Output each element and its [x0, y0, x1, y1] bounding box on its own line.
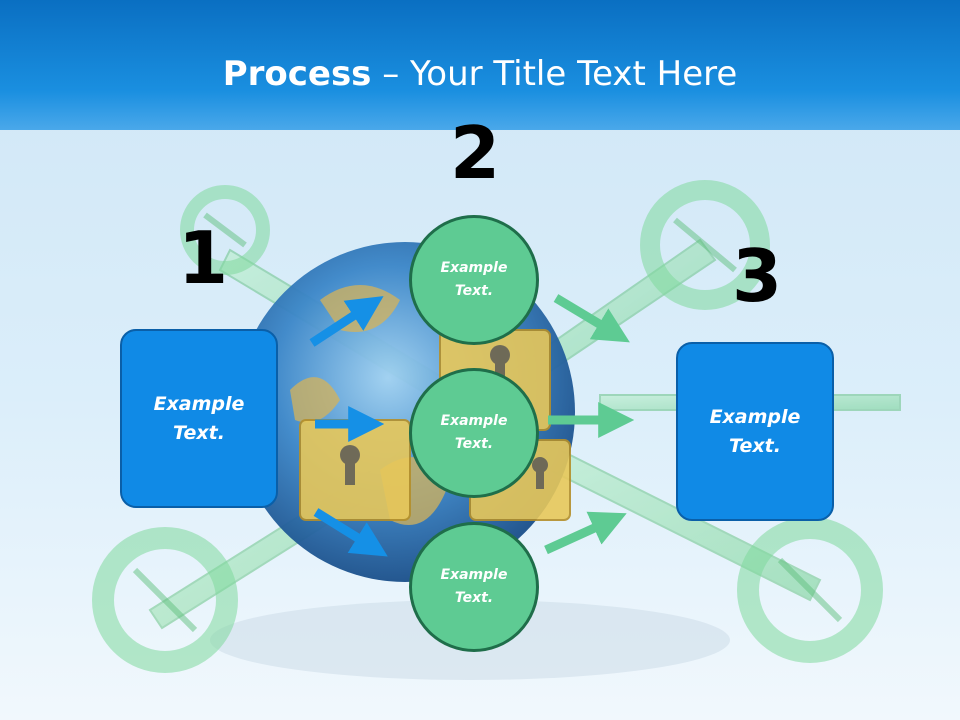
title-rest: – Your Title Text Here [371, 54, 738, 94]
title-bold: Process [222, 54, 372, 94]
circle-top-line2: Text. [454, 283, 494, 299]
right-text-box: Example Text. [676, 342, 834, 521]
circle-node-bottom: Example Text. [409, 522, 539, 652]
arrow-green-down [553, 294, 630, 343]
circle-bottom-line2: Text. [454, 590, 494, 606]
left-text-box: Example Text. [120, 329, 278, 508]
arrow-green-up [544, 511, 627, 555]
circle-middle-line2: Text. [454, 436, 494, 452]
circle-bottom-line1: Example [440, 567, 508, 583]
circle-middle-line1: Example [440, 413, 508, 429]
circle-top-line1: Example [440, 260, 508, 276]
arrow-blue-down [313, 508, 388, 557]
step-number-3: 3 [732, 234, 783, 318]
right-box-line2: Text. [729, 434, 781, 457]
page-title: Process – Your Title Text Here [0, 52, 960, 96]
step-number-2: 2 [450, 111, 501, 195]
left-box-line2: Text. [173, 421, 225, 444]
step-number-1: 1 [178, 216, 229, 300]
arrow-blue-up [309, 296, 384, 347]
left-box-line1: Example [153, 392, 245, 415]
circle-node-top: Example Text. [409, 215, 539, 345]
title-bar [0, 0, 960, 130]
right-box-line1: Example [709, 405, 801, 428]
circle-node-middle: Example Text. [409, 368, 539, 498]
